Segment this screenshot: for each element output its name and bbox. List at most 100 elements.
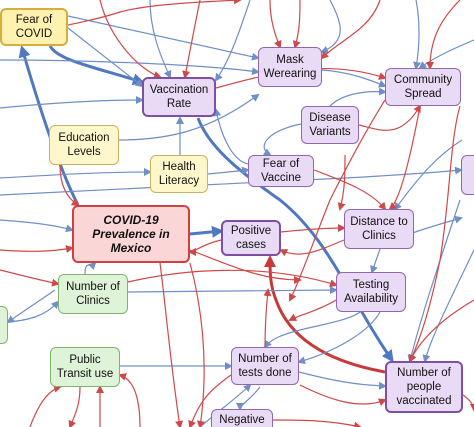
edge-42 (408, 105, 461, 363)
edge-54 (29, 384, 62, 427)
edge-65 (272, 419, 362, 427)
edge-1 (196, 117, 394, 363)
edge-22 (127, 286, 338, 295)
edge-73 (337, 154, 346, 211)
edge-64 (188, 374, 232, 427)
edge-6 (67, 27, 144, 88)
edge-62 (462, 394, 474, 412)
edge-68 (320, 0, 381, 60)
node-right-edge-partial[interactable] (461, 155, 474, 195)
edge-69 (269, 0, 282, 49)
edge-52 (0, 245, 74, 254)
edge-28 (6, 289, 56, 324)
edge-71 (292, 0, 301, 49)
edge-47 (288, 299, 337, 321)
edge-2 (264, 255, 386, 374)
edge-49 (189, 249, 302, 284)
edge-70 (182, 0, 201, 79)
edge-34 (236, 386, 261, 411)
edge-45 (280, 224, 346, 233)
node-negative[interactable]: Negative (211, 409, 273, 427)
edge-43 (388, 105, 421, 211)
edge-23 (370, 248, 381, 274)
edge-24 (0, 219, 74, 233)
edge-72 (313, 169, 387, 211)
edge-4 (48, 45, 145, 86)
edge-58 (159, 262, 184, 427)
edge-61 (408, 299, 474, 363)
edge-37 (413, 0, 421, 70)
edge-60 (59, 164, 80, 207)
edge-30 (298, 371, 387, 390)
edge-41 (99, 0, 162, 79)
edge-14 (321, 69, 387, 88)
edge-63 (299, 384, 387, 406)
edge-16 (262, 123, 302, 157)
edge-29 (297, 311, 381, 365)
edge-21 (418, 39, 474, 70)
edge-55 (68, 386, 81, 427)
edge-46 (279, 239, 345, 257)
edge-20 (320, 0, 341, 54)
edge-35 (199, 383, 252, 427)
edge-50 (188, 239, 222, 256)
edge-0 (189, 225, 224, 238)
edge-13 (213, 108, 249, 165)
edge-19 (214, 0, 251, 82)
edge-9 (118, 93, 260, 141)
edge-26 (84, 261, 97, 275)
edge-57 (189, 262, 205, 427)
edge-8 (0, 96, 144, 109)
edge-10 (0, 168, 152, 179)
edge-53 (118, 373, 141, 427)
node-label: Negative (219, 414, 265, 426)
edge-51 (263, 288, 272, 348)
edge-5 (67, 15, 260, 61)
edge-32 (422, 249, 474, 363)
edge-7 (0, 59, 260, 76)
edge-31 (263, 311, 361, 349)
edge-48 (127, 269, 338, 288)
edge-11 (207, 166, 250, 175)
edge-67 (426, 0, 461, 70)
edge-59 (0, 269, 60, 287)
edge-66 (358, 104, 422, 131)
edge-15 (329, 87, 387, 107)
edge-38 (149, 0, 172, 79)
node-left-edge-partial[interactable] (0, 306, 8, 344)
edge-33 (407, 199, 461, 363)
